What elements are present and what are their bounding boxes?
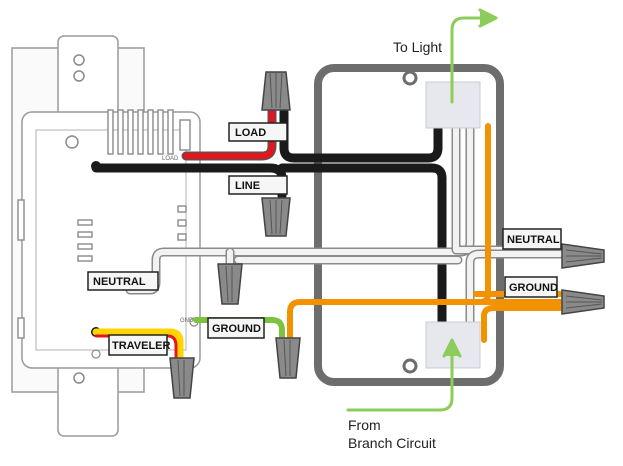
wire-connector-line xyxy=(261,197,291,237)
box-screw-bottom xyxy=(402,358,418,374)
screw-top xyxy=(65,135,79,149)
wire-connector-traveler xyxy=(169,357,195,399)
ground-box-tag-label: GROUND xyxy=(509,282,558,294)
load-black-wire xyxy=(279,107,443,163)
neutral-switch-tag: NEUTRAL xyxy=(87,271,159,291)
traveler-tag: TRAVELER xyxy=(108,334,171,356)
load-terminal-label: LOAD xyxy=(162,156,179,162)
to-light-arrow xyxy=(450,8,498,104)
ground-green-wire xyxy=(193,317,285,343)
wire-connector-ground-box xyxy=(561,289,605,315)
traveler-tag-label: TRAVELER xyxy=(112,340,171,352)
load-tag: LOAD xyxy=(228,122,288,142)
ground-box-tag: GROUND xyxy=(504,276,558,298)
neutral-box-tag: NEUTRAL xyxy=(502,228,562,250)
load-tag-label: LOAD xyxy=(235,127,266,139)
to-light-text: To Light xyxy=(393,39,442,55)
from-text: From xyxy=(348,417,381,433)
load-wire xyxy=(181,107,277,161)
wire-connector-ground-switch xyxy=(275,337,301,379)
box-screw-top xyxy=(402,70,418,86)
ground-switch-tag: GROUND xyxy=(207,317,265,339)
neutral-box-tag-label: NEUTRAL xyxy=(507,234,560,246)
ground-switch-tag-label: GROUND xyxy=(212,323,261,335)
branch-circuit-text: Branch Circuit xyxy=(348,435,436,451)
traveler-wire xyxy=(92,328,184,364)
line-tag: LINE xyxy=(228,175,288,195)
gnd-terminal-label: GND xyxy=(180,318,194,324)
wire-connector-load xyxy=(261,71,291,111)
from-branch-arrow xyxy=(346,338,462,412)
neutral-switch-tag-label: NEUTRAL xyxy=(93,276,146,288)
wire-connector-neutral-box xyxy=(561,243,605,269)
wire-connector-neutral-switch xyxy=(217,263,243,305)
line-tag-label: LINE xyxy=(235,180,260,192)
